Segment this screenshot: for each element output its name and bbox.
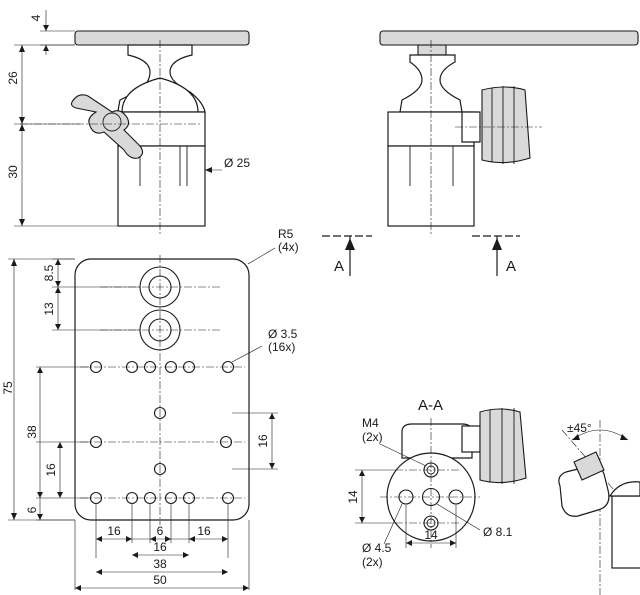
angle-knob [573, 451, 605, 481]
side-view [379, 30, 639, 235]
dim-top-spacing-2: 13 [42, 302, 56, 316]
dim-m4-label: M4 [362, 416, 379, 430]
dim-bottom-38: 38 [153, 557, 167, 571]
dim-bottom-50: 50 [153, 573, 167, 587]
dim-upper-height: 26 [6, 71, 20, 85]
plate-outline [74, 258, 250, 521]
dim-overall-height: 75 [1, 381, 15, 395]
dim-vert-6: 6 [25, 506, 39, 513]
front-top-plate [74, 30, 250, 46]
section-marker-left: A [334, 258, 344, 275]
front-view [20, 30, 250, 235]
dim-bottom-16-right: 16 [197, 524, 211, 538]
dim-right-16: 16 [256, 434, 270, 448]
dim-column-diameter: Ø 25 [224, 156, 250, 170]
dim-lower-height: 30 [6, 165, 20, 179]
dim-bottom-16-center: 16 [153, 540, 167, 554]
angle-head [558, 465, 610, 517]
side-knob [481, 86, 531, 164]
dim-vert-16: 16 [44, 463, 58, 477]
dim-bottom-6: 6 [157, 524, 164, 538]
section-title: A-A [418, 397, 443, 414]
dim-corner-radius: R5 [278, 227, 294, 241]
dim-angle: ±45° [567, 421, 592, 435]
dim-section-14-horiz: 14 [424, 528, 438, 542]
plate-view [74, 255, 250, 525]
section-dimensions: M4 (2x) 14 14 Ø 8.1 Ø 4.5 (2x) [346, 416, 513, 569]
dim-top-spacing-1: 8.5 [42, 264, 56, 281]
dim-corner-radius-count: (4x) [278, 240, 299, 254]
dim-section-dia-45: Ø 4.5 [362, 541, 392, 555]
section-marker-right: A [506, 258, 516, 275]
angle-view: ±45° [558, 420, 640, 595]
side-neck-top [417, 44, 447, 56]
section-view: A-A [380, 397, 527, 548]
front-wing-nut [70, 94, 144, 159]
dim-vert-38: 38 [25, 425, 39, 439]
front-dimensions: 4 26 30 Ø 25 [6, 10, 250, 227]
side-top-plate [379, 30, 639, 46]
plate-dimensions: R5 (4x) Ø 3.5 (16x) 75 8.5 13 38 [1, 227, 299, 591]
dim-plate-thickness: 4 [29, 14, 43, 21]
dim-section-dia-81: Ø 8.1 [483, 525, 513, 539]
dim-section-14-vert: 14 [346, 490, 360, 504]
dim-hole-count: (16x) [268, 340, 295, 354]
dim-hole-diameter: Ø 3.5 [268, 327, 298, 341]
section-markers: A A [322, 235, 520, 276]
dim-m4-count: (2x) [362, 430, 383, 444]
dim-bottom-16-left: 16 [107, 524, 121, 538]
angle-cylinder [611, 495, 640, 569]
section-knob [479, 408, 527, 484]
front-cylinder [117, 145, 206, 227]
dim-section-dia-45-count: (2x) [362, 555, 383, 569]
